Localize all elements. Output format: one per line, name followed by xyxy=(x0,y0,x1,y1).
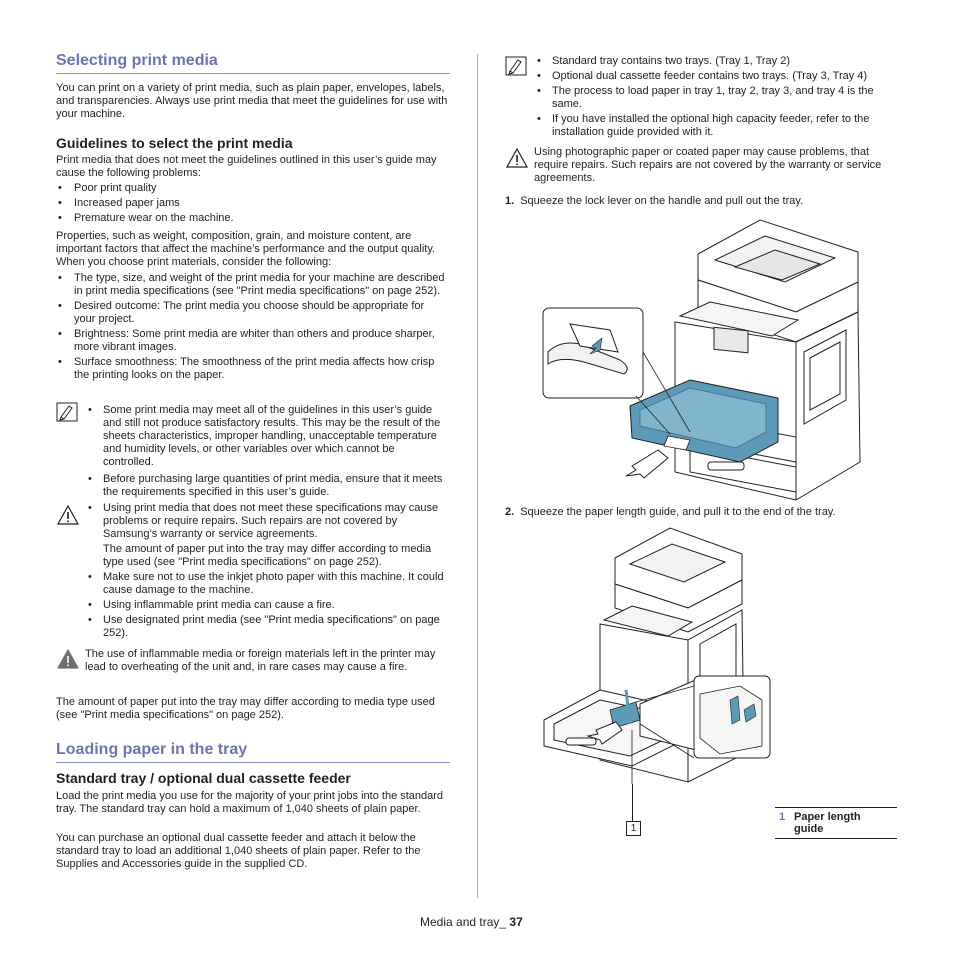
list-item: Use designated print media (see "Print m… xyxy=(86,614,448,640)
heading-loading-paper: Loading paper in the tray xyxy=(56,741,450,763)
caption-text: Paper length guide xyxy=(794,811,861,835)
page-footer: Media and tray_ 37 xyxy=(420,915,523,929)
problems-list: Poor print quality Increased paper jams … xyxy=(56,182,448,227)
caution-icon xyxy=(505,147,529,168)
guidelines-intro: Print media that does not meet the guide… xyxy=(56,154,437,179)
column-divider xyxy=(477,54,478,898)
list-item: The type, size, and weight of the print … xyxy=(56,272,448,298)
list-item: Some print media may meet all of the gui… xyxy=(86,404,448,469)
step-number: 1. xyxy=(505,195,515,207)
list-item: Brightness: Some print media are whiter … xyxy=(56,328,448,354)
list-item: The process to load paper in tray 1, tra… xyxy=(535,85,897,111)
step-1: 1. Squeeze the lock lever on the handle a… xyxy=(505,195,895,208)
page-number: 37 xyxy=(509,915,523,929)
list-item: Surface smoothness: The smoothness of th… xyxy=(56,356,448,382)
step-text: Squeeze the lock lever on the handle and… xyxy=(520,195,804,207)
list-item: Using print media that does not meet the… xyxy=(86,502,448,569)
note-icon xyxy=(56,402,78,422)
list-item: Using inflammable print media can cause … xyxy=(86,599,448,612)
amount-paragraph: The amount of paper put into the tray ma… xyxy=(56,696,435,721)
callout-leader xyxy=(632,784,633,821)
list-item: Before purchasing large quantities of pr… xyxy=(86,473,448,499)
caution-text: Using print media that does not meet the… xyxy=(103,502,439,540)
list-item: Premature wear on the machine. xyxy=(56,212,448,225)
step-text: Squeeze the paper length guide, and pull… xyxy=(520,506,836,518)
list-item: Standard tray contains two trays. (Tray … xyxy=(535,55,897,68)
considerations-list: The type, size, and weight of the print … xyxy=(56,272,448,384)
list-item: Increased paper jams xyxy=(56,197,448,210)
figure-caption: 1 Paper length guide xyxy=(775,807,897,839)
list-item: Poor print quality xyxy=(56,182,448,195)
intro-paragraph: You can print on a variety of print medi… xyxy=(56,82,448,120)
heading-selecting-print-media: Selecting print media xyxy=(56,52,450,74)
list-item: Make sure not to use the inkjet photo pa… xyxy=(86,571,448,597)
heading-standard-tray: Standard tray / optional dual cassette f… xyxy=(56,770,351,786)
right-note-list: Standard tray contains two trays. (Tray … xyxy=(535,55,897,141)
paper-length-guide-illustration xyxy=(543,527,771,784)
list-item: Optional dual cassette feeder contains t… xyxy=(535,70,897,83)
left-caution-list: Using print media that does not meet the… xyxy=(86,502,448,642)
note-icon xyxy=(505,56,527,76)
list-item: If you have installed the optional high … xyxy=(535,113,897,139)
caution-icon xyxy=(56,504,80,525)
load-paragraph-1: Load the print media you use for the maj… xyxy=(56,790,444,815)
list-item: Desired outcome: The print media you cho… xyxy=(56,300,448,326)
caption-number: 1 xyxy=(779,811,786,823)
right-caution-text: Using photographic paper or coated paper… xyxy=(534,146,882,184)
step-number: 2. xyxy=(505,506,515,518)
step-2: 2. Squeeze the paper length guide, and pu… xyxy=(505,506,895,519)
load-paragraph-2: You can purchase an optional dual casset… xyxy=(56,832,421,870)
heading-guidelines: Guidelines to select the print media xyxy=(56,135,293,151)
caution-continuation: The amount of paper put into the tray ma… xyxy=(103,543,432,568)
left-note-list: Some print media may meet all of the gui… xyxy=(86,404,448,501)
callout-number: 1 xyxy=(626,821,641,836)
warning-text: The use of inflammable media or foreign … xyxy=(85,648,436,673)
footer-text: Media and tray_ xyxy=(420,915,510,929)
warning-icon xyxy=(57,649,79,669)
properties-paragraph: Properties, such as weight, composition,… xyxy=(56,230,436,268)
printer-tray-pullout-illustration xyxy=(542,219,861,501)
